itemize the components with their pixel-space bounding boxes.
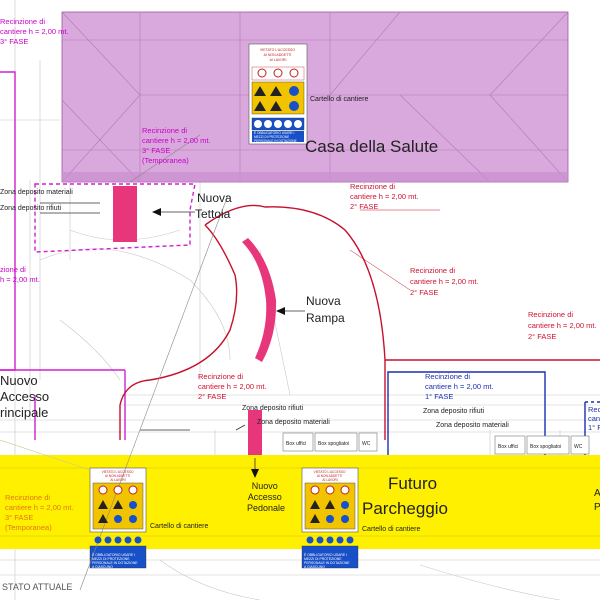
building-casa-della-salute [61, 11, 569, 183]
nuovo-accesso-pedonale-shape [248, 410, 262, 455]
site-boxes-right [494, 435, 590, 455]
fence-label-yellow-left: Recinzione di cantiere h = 2,00 mt. 3° F… [5, 493, 76, 532]
label-cartello-center: Cartello di cantiere [362, 526, 420, 533]
sign-center-mandatory-text: È OBBLIGATORIO USARE I MEZZI DI PROTEZIO… [304, 552, 350, 569]
box-uffici-label: Box uffici [286, 441, 306, 447]
fence-label-mid-left: Recinzione di cantiere h = 2,00 mt. 3° F… [142, 126, 213, 165]
label-nuova-tettoia: Nuova Tettoia [195, 191, 235, 221]
fence-label-red-bottom: Recinzione di cantiere h = 2,00 mt. 2° F… [198, 372, 269, 401]
label-nuovo-accesso-pedonale: Nuovo Accesso Pedonale [247, 481, 285, 513]
fence-label-blue-mid: Recinzione di cantiere h = 2,00 mt. 1° F… [425, 372, 496, 401]
sign-left-warning-text: VIETATO L'ACCESSO AI NON ADDETTI AI LAVO… [102, 470, 135, 482]
fence-label-red-right: Recinzione di cantiere h = 2,00 mt. 2° F… [528, 310, 599, 341]
arrow-heads [152, 208, 285, 478]
zone-label-deposito-materiali-top: Zona deposito materiali [0, 189, 73, 196]
label-cartello-top: Cartello di cantiere [310, 96, 368, 103]
fence-label-red-top: Recinzione di cantiere h = 2,00 mt. 2° F… [350, 182, 421, 211]
text-layer: Recinzione di cantiere h = 2,00 mt. 3° F… [0, 17, 600, 592]
fence-label-blue-right: Recinz cantier 1° FA [588, 405, 600, 432]
label-cartello-left: Cartello di cantiere [150, 523, 208, 530]
site-boxes-left [282, 432, 378, 452]
box-wc-label: WC [362, 441, 371, 447]
sign-center-warning-text: VIETATO L'ACCESSO AI NON ADDETTI AI LAVO… [314, 470, 347, 482]
box-spogliatoi-label-right: Box spogliatoi [530, 444, 561, 450]
zone-label-deposito-materiali-right: Zona deposito materiali [436, 422, 509, 429]
fence-label-top-left: Recinzione di cantiere h = 2,00 mt. 3° F… [0, 17, 71, 46]
nuova-tettoia-shape [113, 186, 137, 242]
sign-top-warning-text: VIETATO L'ACCESSO AI NON ADDETTI AI LAVO… [260, 48, 296, 62]
fence-2-fase [119, 204, 600, 440]
sign-pictograms [94, 68, 354, 544]
sign-left-mandatory-text: È OBBLIGATORIO USARE I MEZZI DI PROTEZIO… [92, 552, 138, 569]
sign-top-mandatory-text: È OBBLIGATORIO USARE I MEZZI DI PROTEZIO… [254, 130, 297, 143]
label-futuro-parcheggio: Futuro Parcheggio [362, 474, 448, 518]
zone-label-deposito-rifiuti-top: Zona deposito rifiuti [0, 205, 62, 212]
label-nuova-rampa: Nuova Rampa [306, 294, 345, 325]
label-casa-della-salute: Casa della Salute [305, 137, 438, 156]
nuova-rampa-shape [242, 238, 277, 362]
label-nuovo-accesso-principale: Nuovo Accesso rincipale [0, 373, 53, 420]
box-wc-label-right: WC [574, 444, 583, 450]
box-spogliatoi-label: Box spogliatoi [318, 441, 349, 447]
fence-label-red-mid: Recinzione di cantiere h = 2,00 mt. 2° F… [410, 266, 481, 297]
zone-label-deposito-rifiuti-right: Zona deposito rifiuti [423, 408, 485, 415]
zone-label-deposito-rifiuti-mid: Zona deposito rifiuti [242, 405, 304, 412]
label-right-cut: A P [594, 488, 600, 513]
zone-label-deposito-materiali-mid: Zona deposito materiali [257, 419, 330, 426]
fence-label-left-edge: zione di h = 2,00 mt. [0, 265, 40, 284]
box-uffici-label-right: Box uffici [498, 444, 518, 450]
leader-lines [0, 134, 440, 591]
label-stato-attuale: STATO ATTUALE [2, 582, 72, 592]
fence-3-fase [0, 71, 196, 440]
